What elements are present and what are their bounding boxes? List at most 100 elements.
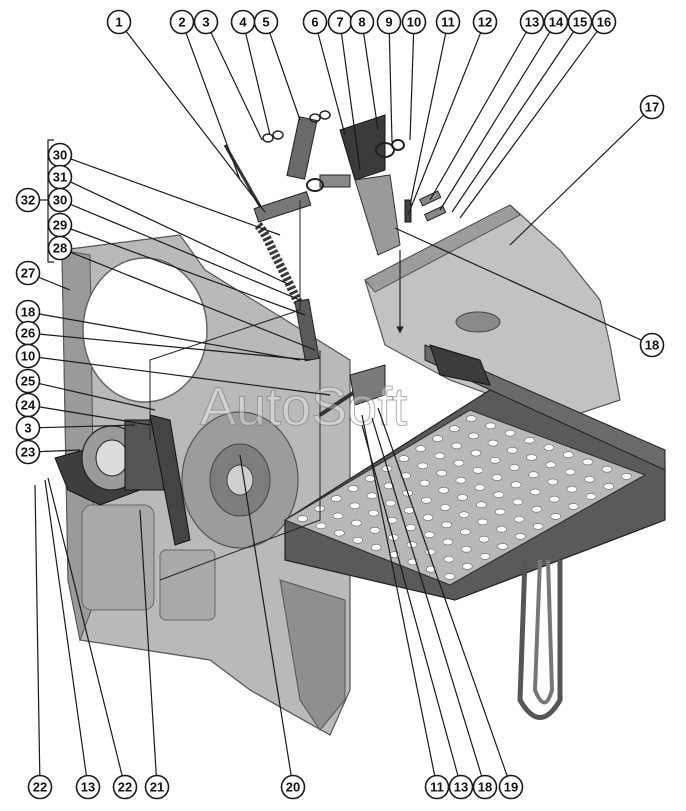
perforation-hole (512, 498, 524, 506)
callout-circle (15, 439, 41, 465)
leader-line (317, 32, 346, 136)
leader-line (407, 32, 482, 216)
callout-number: 23 (21, 445, 35, 460)
callout-number: 21 (150, 780, 164, 795)
perforation-hole (419, 479, 431, 487)
panel-opening (82, 257, 208, 403)
callout-22: 22 (27, 774, 53, 800)
perforation-hole (441, 521, 452, 529)
callout-number: 11 (441, 15, 455, 30)
callout-number: 13 (81, 780, 95, 795)
callout-circle (519, 9, 545, 35)
callout-number: 18 (21, 305, 35, 320)
callout-number: 19 (504, 780, 518, 795)
callout-number: 8 (358, 15, 365, 30)
callout-10: 10 (15, 343, 41, 369)
perforation-hole (584, 475, 595, 483)
perforation-hole (601, 465, 613, 473)
perforation-hole (347, 485, 359, 492)
callout-circle (543, 9, 569, 35)
callout-circle (15, 343, 41, 369)
perforation-hole (515, 533, 526, 540)
leader-line (361, 424, 459, 777)
leader-line (429, 31, 527, 201)
perforation-hole (497, 543, 509, 550)
callout-11: 11 (424, 774, 450, 800)
callout-number: 7 (336, 15, 343, 30)
watermark-text: AutoSoft (200, 377, 407, 437)
perforation-hole (506, 446, 518, 454)
callout-number: 18 (645, 338, 659, 353)
perforation-hole (438, 486, 449, 494)
callout-4: 4 (230, 9, 256, 35)
callout-13: 13 (519, 9, 545, 35)
perforation-hole (510, 481, 522, 489)
perforation-hole (432, 435, 443, 442)
perforation-hole (585, 493, 597, 500)
callout-number: 31 (53, 170, 67, 185)
callout-circle (424, 774, 450, 800)
callout-7: 7 (327, 9, 353, 35)
perforation-hole (442, 538, 454, 546)
leader-line (70, 228, 306, 316)
callout-number: 15 (573, 15, 587, 30)
perforation-hole (398, 455, 410, 462)
callout-18: 18 (472, 774, 498, 800)
perforation-hole (496, 525, 507, 533)
callout-number: 32 (21, 193, 35, 208)
callout-19: 19 (498, 774, 524, 800)
callout-number: 22 (33, 780, 47, 795)
leader-line (509, 114, 645, 246)
callout-9: 9 (376, 9, 402, 35)
leader-line (361, 414, 436, 776)
callout-number: 5 (262, 15, 269, 30)
callout-number: 26 (21, 326, 35, 341)
leader-line (39, 383, 156, 411)
leader-line (70, 181, 291, 286)
perforation-hole (528, 471, 539, 479)
perforation-hole (526, 454, 537, 461)
callout-30: 30 (47, 187, 73, 213)
perforation-hole (349, 502, 361, 510)
perforation-hole (385, 499, 396, 507)
callout-number: 4 (239, 15, 247, 30)
perforation-hole (439, 504, 451, 511)
callout-circle (376, 9, 402, 35)
leader-line (377, 407, 508, 777)
callout-number: 24 (21, 398, 36, 413)
callout-12: 12 (472, 9, 498, 35)
callout-14: 14 (543, 9, 569, 35)
leader-line (44, 479, 87, 776)
guide-lines (149, 200, 321, 581)
callout-circle (567, 9, 593, 35)
perforation-hole (566, 485, 578, 493)
leader-line (70, 158, 281, 236)
perforation-hole (330, 495, 342, 502)
pulley-disc (181, 411, 299, 549)
callout-circle (280, 774, 306, 800)
perforation-hole (487, 439, 499, 447)
perforation-hole (405, 524, 417, 531)
callout-circle (15, 260, 41, 286)
leader-line (459, 30, 598, 219)
perforation-hole (351, 519, 362, 527)
callout-circle (169, 9, 195, 35)
callout-29: 29 (47, 212, 73, 238)
perforation-hole (461, 545, 472, 553)
perforation-hole (478, 535, 490, 543)
perforation-hole (366, 492, 378, 500)
callout-circle (112, 774, 138, 800)
callout-16: 16 (591, 9, 617, 35)
callout-21: 21 (144, 774, 170, 800)
callout-28: 28 (47, 235, 73, 261)
callout-number: 30 (53, 193, 67, 208)
perforation-hole (513, 515, 525, 523)
leader-line (39, 406, 151, 426)
perforation-hole (364, 475, 376, 482)
perforation-hole (508, 464, 520, 471)
linkage (318, 250, 404, 417)
callout-18: 18 (15, 299, 41, 325)
callout-3: 3 (193, 9, 219, 35)
callout-circle (448, 774, 474, 800)
callout-number: 18 (478, 780, 492, 795)
